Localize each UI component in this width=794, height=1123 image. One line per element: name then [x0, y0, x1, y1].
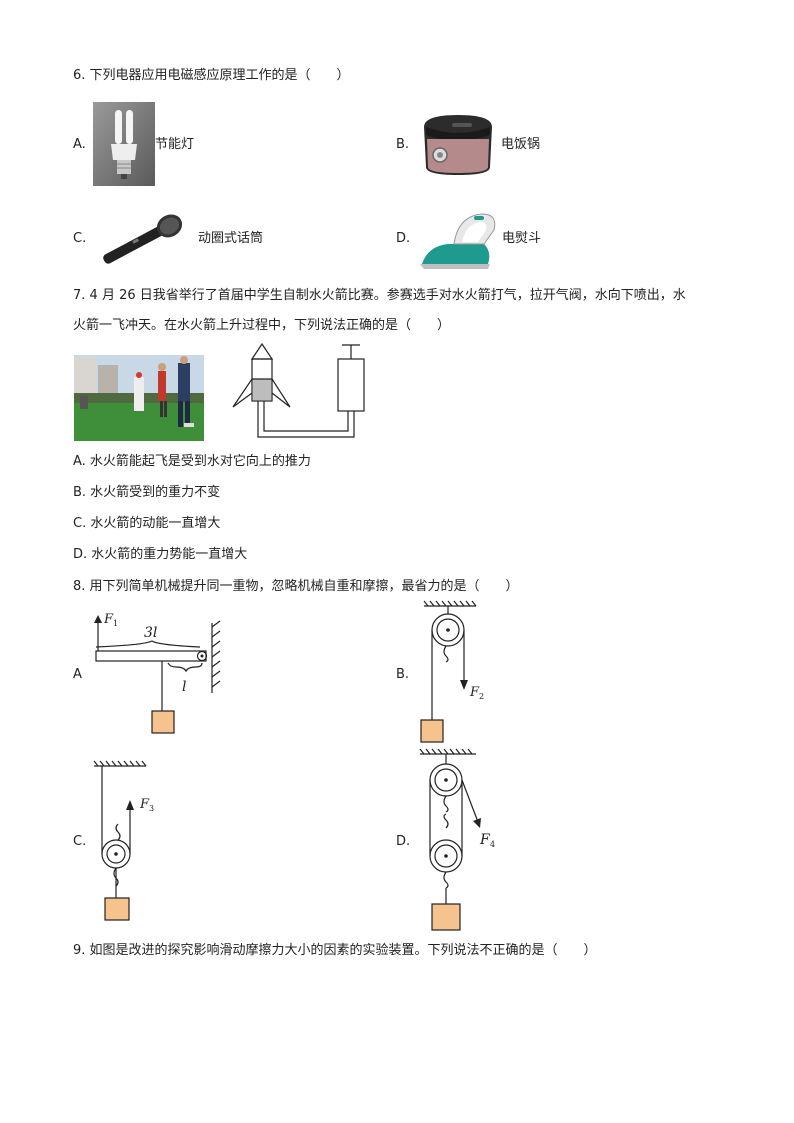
force-f3-subscript: 3 [149, 804, 154, 813]
force-f3-label: F [139, 797, 150, 812]
q7-stem-line2: 火箭一飞冲天。在水火箭上升过程中，下列说法正确的是（ ） [73, 318, 451, 333]
electric-iron-image [420, 213, 496, 269]
q6-option-b-letter: B. [396, 137, 410, 152]
q6-option-a-text: 节能灯 [155, 137, 195, 152]
q6-option-b-text: 电饭锅 [501, 137, 541, 152]
movable-pulley-diagram: F 3 [93, 760, 154, 921]
q8-option-c-letter: C. [73, 834, 87, 849]
q6-option-c-letter: C. [73, 231, 87, 246]
force-f4-label: F [479, 832, 491, 848]
length-l-label: l [182, 679, 186, 695]
rice-cooker-image [424, 115, 492, 175]
pulley-block-diagram: F 4 [419, 748, 495, 931]
q7-option-d: D. 水火箭的重力势能一直增大 [73, 547, 248, 562]
force-f2-label: F [469, 685, 480, 700]
q9-stem: 9. 如图是改进的探究影响滑动摩擦力大小的因素的实验装置。下列说法不正确的是（ … [73, 943, 597, 958]
force-f1-subscript: 1 [113, 619, 118, 628]
q8-option-b-letter: B. [396, 667, 410, 682]
force-f2-subscript: 2 [479, 692, 484, 701]
q6-option-d-letter: D. [396, 231, 411, 246]
q7-option-b: B. 水火箭受到的重力不变 [73, 485, 221, 500]
q6-option-c-text: 动圈式话筒 [198, 231, 264, 246]
q8-stem: 8. 用下列简单机械提升同一重物，忽略机械自重和摩擦，最省力的是（ ） [73, 579, 519, 594]
force-f4-subscript: 4 [490, 840, 495, 849]
q7-option-c: C. 水火箭的动能一直增大 [73, 516, 221, 531]
q6-stem: 6. 下列电器应用电磁感应原理工作的是（ ） [73, 68, 350, 83]
q6-option-a-letter: A. [73, 137, 86, 152]
q6-option-d-text: 电熨斗 [502, 231, 542, 246]
q8-option-a-letter: A [73, 667, 82, 682]
q8-option-d-letter: D. [396, 834, 411, 849]
cfl-bulb-image [93, 102, 155, 186]
q7-option-a: A. 水火箭能起飞是受到水对它向上的推力 [73, 454, 311, 469]
water-rocket-photo [74, 355, 204, 441]
lever-diagram: F 1 3l l [94, 612, 221, 734]
length-3l-label: 3l [144, 625, 157, 641]
fixed-pulley-diagram: F 2 [420, 600, 484, 743]
force-f1-label: F [103, 612, 114, 627]
microphone-image [103, 214, 183, 264]
water-rocket-diagram [232, 342, 365, 438]
q7-stem-line1: 7. 4 月 26 日我省举行了首届中学生自制水火箭比赛。参赛选手对水火箭打气，… [73, 288, 686, 303]
